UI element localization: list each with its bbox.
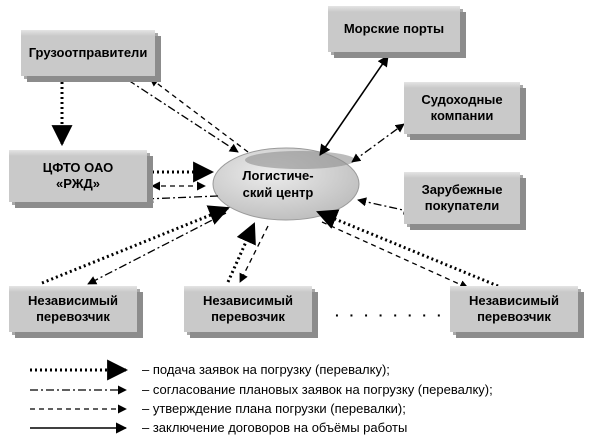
edge-carrier2-center-dotted (226, 222, 256, 283)
node-shipping-companies-label: Судоходные компании (421, 92, 503, 123)
edge-center-seaports (319, 55, 389, 156)
legend-text-dashed: – утверждение плана погрузки (перевалки)… (142, 401, 406, 416)
node-shippers: Грузоотправители (21, 30, 155, 76)
edge-carrier1-center-dotted (41, 205, 230, 285)
node-carrier-1-label: Независимый перевозчик (27, 293, 119, 324)
edge-center-buyers (357, 197, 413, 215)
legend-text-dashdot: – согласование плановых заявок на погруз… (142, 382, 493, 397)
node-carrier-3-label: Независимый перевозчик (468, 293, 560, 324)
node-sea-ports: Морские порты (328, 6, 460, 52)
more-carriers-ellipsis: · · · · · · · · (335, 307, 445, 323)
node-foreign-buyers: Зарубежные покупатели (404, 172, 520, 224)
node-cfto-label: ЦФТО ОАО «РЖД» (42, 160, 114, 191)
edge-carrier3-center-dashed (321, 221, 469, 289)
edge-shippers-center-a (127, 79, 239, 153)
node-carrier-2: Независимый перевозчик (184, 286, 312, 332)
legend-text-solid: – заключение договоров на объёмы работы (142, 420, 408, 435)
logistics-center-label: Логистиче- ский центр (242, 168, 314, 200)
node-carrier-2-label: Независимый перевозчик (202, 293, 294, 324)
node-sea-ports-label: Морские порты (343, 21, 445, 36)
edge-center-cfto-dashdot (144, 194, 219, 204)
edge-center-shipping (351, 123, 405, 163)
edge-carrier1-center-dashdot (87, 212, 227, 285)
node-shipping-companies: Судоходные компании (404, 82, 520, 134)
legend-text-dotted: – подача заявок на погрузку (перевалку); (142, 362, 390, 377)
node-carrier-1: Независимый перевозчик (9, 286, 137, 332)
node-carrier-3: Независимый перевозчик (450, 286, 578, 332)
edge-carrier2-center-dashed (239, 225, 269, 283)
edge-shippers-center-b (149, 77, 249, 153)
node-shippers-label: Грузоотправители (28, 45, 148, 60)
node-foreign-buyers-label: Зарубежные покупатели (421, 182, 503, 213)
node-cfto: ЦФТО ОАО «РЖД» (9, 150, 147, 202)
